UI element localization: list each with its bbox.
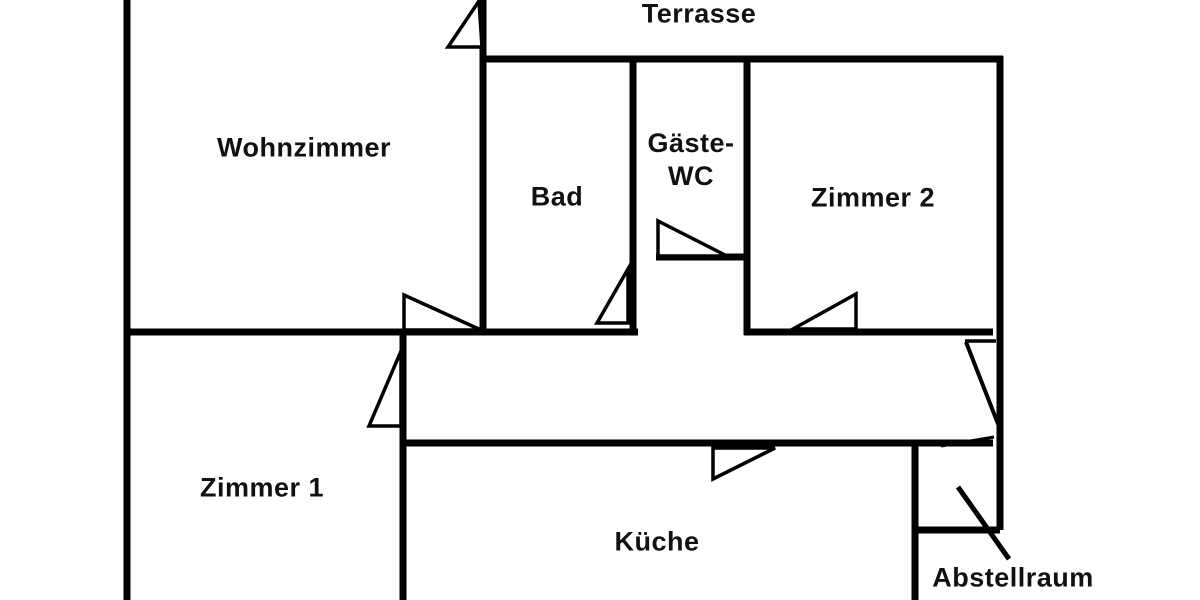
- corridor-door-leaf: [964, 341, 1002, 430]
- gaeste-wc-door-swing: [656, 218, 728, 258]
- terrasse-door-swing: [444, 0, 484, 49]
- zimmer2-door-swing: [786, 291, 858, 331]
- zimmer1-door-swing: [366, 350, 403, 428]
- room-label-abstellraum: Abstellraum: [932, 562, 1094, 593]
- wohnzimmer-door-swing: [402, 292, 482, 332]
- room-label-zimmer-1: Zimmer 1: [199, 472, 325, 503]
- room-label-kueche: Küche: [614, 526, 700, 557]
- kueche-door-swing: [711, 446, 776, 482]
- bad-door-swing: [593, 262, 630, 325]
- room-label-zimmer-2: Zimmer 2: [810, 182, 936, 213]
- room-label-wohnzimmer: Wohnzimmer: [216, 132, 392, 163]
- corridor-door-leaf-2: [940, 435, 995, 448]
- room-label-terrasse: Terrasse: [641, 0, 757, 29]
- room-label-gaeste-wc: Gäste- WC: [647, 128, 735, 191]
- abstellraum-pointer: [955, 485, 1012, 561]
- room-label-bad: Bad: [530, 181, 584, 212]
